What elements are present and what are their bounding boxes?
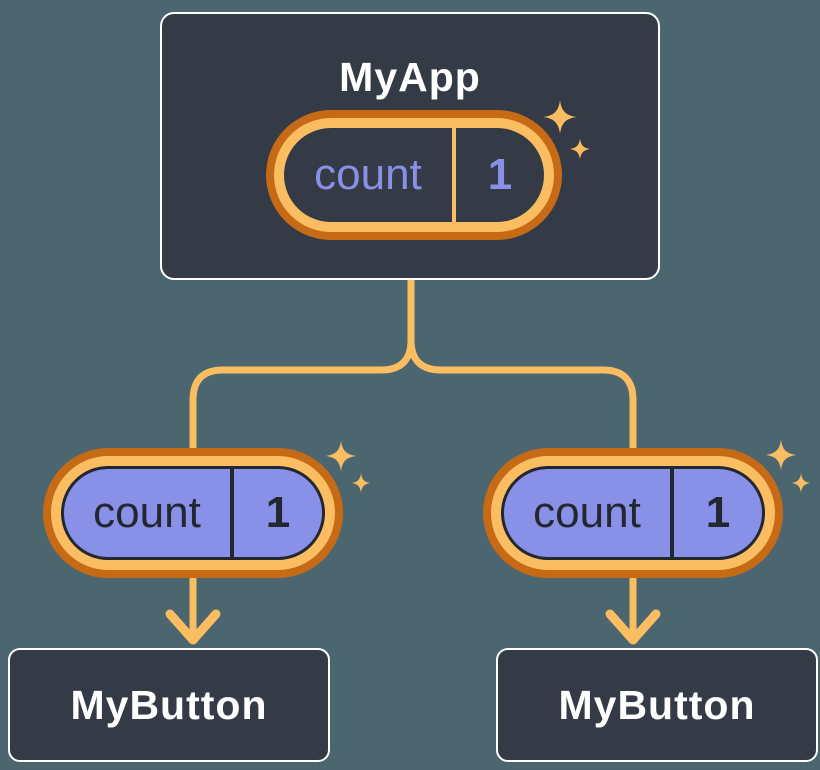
state-pill-body: count 1 xyxy=(284,128,544,222)
arrowhead-right-icon xyxy=(605,609,661,645)
prop-pill-left: count 1 xyxy=(43,448,343,578)
node-mybutton-right-label: MyButton xyxy=(558,681,756,728)
prop-pill-ring: count 1 xyxy=(491,456,775,570)
arrowhead-left-icon xyxy=(165,609,221,645)
prop-pill-ring: count 1 xyxy=(51,456,335,570)
prop-name-label: count xyxy=(533,488,641,537)
prop-value-label: 1 xyxy=(230,469,322,557)
prop-value-label: 1 xyxy=(670,469,762,557)
state-pill-ring: count 1 xyxy=(274,118,554,232)
state-value-label: 1 xyxy=(452,128,544,222)
state-pill-count: count 1 xyxy=(266,110,562,240)
prop-pill-body: count 1 xyxy=(61,466,325,560)
node-mybutton-left: MyButton xyxy=(8,648,330,762)
node-myapp-label: MyApp xyxy=(339,54,481,100)
node-mybutton-right: MyButton xyxy=(496,648,818,762)
connector-right-branch xyxy=(407,274,637,641)
state-name-label: count xyxy=(314,150,422,199)
prop-pill-right: count 1 xyxy=(483,448,783,578)
node-mybutton-left-label: MyButton xyxy=(70,681,268,728)
prop-pill-body: count 1 xyxy=(501,466,765,560)
prop-name-label: count xyxy=(93,488,201,537)
